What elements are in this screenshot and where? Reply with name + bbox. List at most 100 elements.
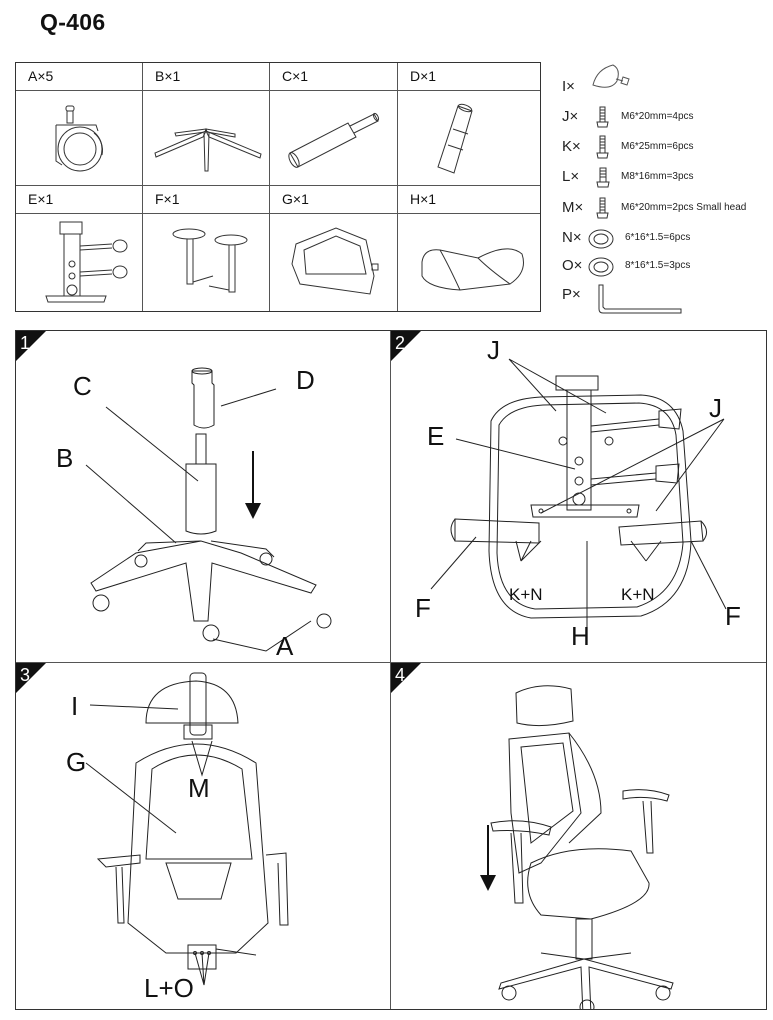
hardware-list: I× J× M6*20mm=4pcs K× M6*25mm=6pcs L× M8…: [555, 55, 770, 320]
step-number: 1: [20, 333, 31, 353]
hardware-item-i: I×: [555, 64, 770, 101]
cylinder-cover-icon: [437, 103, 473, 174]
callout-d: D: [296, 365, 315, 395]
armrests-icon: [172, 228, 248, 293]
tilt-mechanism-icon: [45, 221, 128, 303]
hardware-letter: I×: [562, 78, 575, 95]
callout-a: A: [276, 631, 294, 661]
caster-wheel-icon: [55, 105, 103, 172]
callout-kn-right: K+N: [621, 585, 655, 604]
hardware-item-j: J× M6*20mm=4pcs: [555, 105, 770, 131]
part-g-image: [270, 214, 398, 311]
hardware-letter: L×: [562, 168, 580, 185]
part-d-image: [398, 91, 540, 186]
washer-icon: [588, 229, 614, 249]
callout-kn-left: K+N: [509, 585, 543, 604]
part-h-image: [398, 214, 540, 311]
step-1-diagram: [85, 367, 332, 652]
step-2-diagram: [430, 358, 727, 631]
hardware-letter: J×: [562, 108, 579, 125]
arrow-down-icon: [480, 875, 496, 891]
callout-i: I: [71, 691, 79, 721]
hardware-letter: N×: [562, 229, 582, 246]
hardware-spec: M6*25mm=6pcs: [621, 141, 694, 152]
seat-drawing: [488, 394, 692, 619]
backrest-icon: [291, 227, 379, 295]
hardware-spec: M6*20mm=2pcs Small head: [621, 202, 747, 213]
callout-m: M: [188, 773, 210, 803]
assembly-steps: 1 C: [15, 330, 767, 1010]
callout-c: C: [73, 371, 92, 401]
step-3-diagram: [85, 672, 289, 986]
step-4-panel: 4: [391, 663, 766, 1009]
part-a-image: [16, 91, 143, 186]
step-badge: [16, 331, 46, 361]
headrest-knob-icon: [592, 64, 630, 88]
part-e-label: E×1: [16, 186, 143, 214]
hardware-spec: 6*16*1.5=6pcs: [625, 232, 691, 243]
bolt-icon: [596, 135, 609, 159]
assembled-seat-drawing: [527, 848, 650, 920]
mechanism-drawing: [555, 375, 599, 391]
part-d-label: D×1: [398, 63, 540, 91]
seat-cushion-icon: [421, 248, 524, 291]
callout-l-o: L+O: [144, 973, 194, 1003]
step-3-panel: 3: [16, 663, 390, 1009]
step-4-diagram: [480, 685, 674, 1009]
five-star-base-icon: [154, 128, 262, 172]
part-a-label: A×5: [16, 63, 143, 91]
bolt-icon: [596, 197, 609, 219]
hardware-spec: M8*16mm=3pcs: [621, 171, 694, 182]
hardware-letter: P×: [562, 286, 581, 303]
hardware-item-k: K× M6*25mm=6pcs: [555, 135, 770, 161]
step-number: 3: [20, 665, 31, 685]
callout-j-left: J: [487, 335, 500, 365]
part-e-image: [16, 214, 143, 311]
step-number: 2: [395, 333, 406, 353]
allen-key-icon: [598, 284, 682, 314]
hardware-letter: K×: [562, 138, 581, 155]
arrow-down-icon: [245, 503, 261, 519]
hardware-item-o: O× 8*16*1.5=3pcs: [555, 254, 770, 280]
headrest-drawing: [145, 680, 239, 724]
part-c-image: [270, 91, 398, 186]
callout-b: B: [56, 443, 74, 473]
hardware-item-l: L× M8*16mm=3pcs: [555, 165, 770, 191]
callout-h: H: [571, 621, 590, 651]
part-b-label: B×1: [143, 63, 270, 91]
assembled-backrest-drawing: [508, 732, 582, 874]
callout-f-left: F: [415, 593, 431, 623]
hardware-item-p: P×: [555, 283, 770, 314]
assembled-base-drawing: [498, 958, 674, 1009]
hardware-letter: M×: [562, 199, 584, 216]
gas-lift-drawing: [185, 463, 217, 535]
bolt-icon: [596, 106, 609, 128]
step-1-panel: 1 C: [16, 331, 390, 662]
star-base-drawing: [90, 540, 317, 622]
hardware-item-m: M× M6*20mm=2pcs Small head: [555, 196, 770, 222]
step-2-panel: 2: [391, 331, 766, 662]
hardware-item-n: N× 6*16*1.5=6pcs: [555, 226, 770, 252]
bolt-icon: [596, 167, 610, 188]
step-number: 4: [395, 665, 406, 685]
callout-j-right: J: [709, 393, 722, 423]
part-h-label: H×1: [398, 186, 540, 214]
washer-icon: [588, 257, 614, 277]
gas-lift-cylinder-icon: [288, 112, 380, 168]
step-badge: [391, 331, 421, 361]
step-badge: [391, 663, 421, 693]
part-f-image: [143, 214, 270, 311]
part-f-label: F×1: [143, 186, 270, 214]
backrest-drawing: [127, 743, 269, 954]
part-g-label: G×1: [270, 186, 398, 214]
step-badge: [16, 663, 46, 693]
callout-f-right: F: [725, 601, 741, 631]
hardware-spec: 8*16*1.5=3pcs: [625, 260, 691, 271]
part-b-image: [143, 91, 270, 186]
parts-table: A×5 B×1 C×1 D×1: [15, 62, 541, 312]
hardware-spec: M6*20mm=4pcs: [621, 111, 694, 122]
callout-e: E: [427, 421, 445, 451]
part-c-label: C×1: [270, 63, 398, 91]
callout-g: G: [66, 747, 87, 777]
cylinder-cover-drawing: [191, 370, 215, 429]
